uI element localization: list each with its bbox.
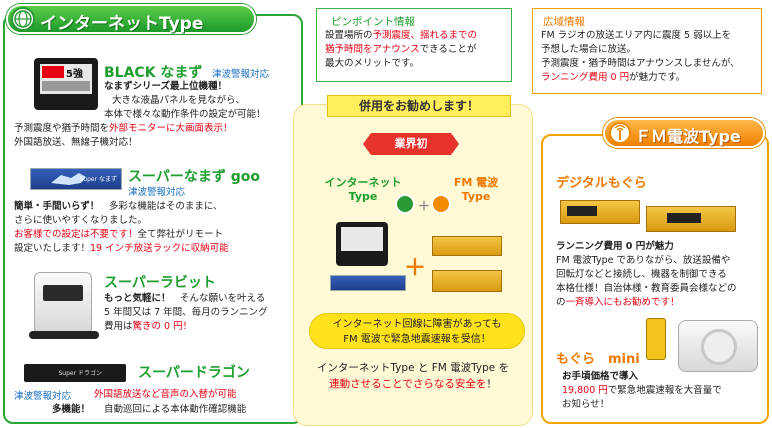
pinpoint-title: ピンポイント情報 [331,16,415,28]
black-namazu-tsunami-badge: 津波警報対応 [212,69,270,80]
digital-mogura-line-4: 本格仕様！自治体様・教育委員会様などの [556,283,737,294]
dragon-line-1: 外国語放送など音声の入替が可能 [94,389,237,400]
digital-mogura-line-2: FM 電波Type でありながら、放送設備や [556,255,731,266]
black-namazu-line-2: 大きな液晶パネルを見ながら、 [112,95,246,106]
mogura-mini-line-2: 19,800 円で緊急地震速報を大音量で [562,385,722,396]
mogura-mini-speaker-image [678,320,758,372]
dragon-line-2: 自動巡回による本体動作確認機能 [104,404,247,415]
rabbit-line-3: 費用は驚きの 0 円！ [104,321,193,332]
combined-use-banner: 併用をお勧めします！ [327,95,511,117]
black-namazu-title: BLACK なまず [104,65,203,81]
failover-message-pill: インターネット回線に障害があっても FM 電波で緊急地震速報を受信！ [309,313,525,349]
rabbit-line-2: 5 年間又は 7 年間、毎月のランニング [104,307,268,318]
wide-area-line-2: 予想した場合に放送。 [541,44,637,55]
super-namazu-goo-device-image: Super なまず [30,168,122,190]
super-dragon-title: スーパードラゴン [138,365,250,381]
pinpoint-line-1: 設置場所の予測震度、揺れるまでの [325,30,478,41]
goo-line-3: お客様での設定は不要です！全て弊社がリモート [14,229,224,240]
mogura-mini-line-3: お知らせ！ [562,399,610,410]
center-fm-receiver-image [432,270,502,292]
mogura-mini-title: もぐら mini [556,352,640,367]
mogura-mini-handheld-image [646,318,666,360]
digital-mogura-title: デジタルもぐら [556,176,647,191]
center-plus-large: ＋ [404,256,427,281]
rabbit-line-1: もっと気軽に！ そんな願いを叶える [104,293,266,304]
industry-first-ribbon: 業界初 [363,133,459,155]
fm-type-panel [541,134,769,424]
fm-type-header: ＦＭ電波Type [603,118,765,148]
pinpoint-info-callout: ピンポイント情報 設置場所の予測震度、揺れるまでの 猶予時間をアナウンスできるこ… [316,8,512,82]
wide-area-title: 広域情報 [543,16,585,28]
center-plus-small: ＋ [418,199,431,213]
pinpoint-line-2: 猶予時間をアナウンスできることが [325,44,477,55]
black-namazu-line-5: 外国語放送、無線子機対応！ [14,137,138,148]
failover-line-1: インターネット回線に障害があっても [332,319,502,330]
fm-type-title: ＦＭ電波Type [635,127,741,146]
goo-line-4: 設定いたします！19 インチ放送ラックに収納可能 [14,243,229,254]
center-goo-image [330,275,406,291]
dragon-panel-label: Super ドラゴン [58,370,103,377]
super-namazu-goo-title: スーパーなまず goo [128,169,260,185]
combined-note-line-2: 連動させることでさらなる安全を！ [329,378,497,390]
center-fm-type-label: FM 電波 Type [453,176,499,203]
super-dragon-tsunami-badge: 津波警報対応 [14,391,72,402]
goo-panel-label: Super なまず [79,176,118,183]
black-namazu-line-1: なまずシリーズ最上位機種！ [104,81,228,92]
combined-note-line-1: インターネットType と FM 電波Type を [316,362,510,374]
digital-mogura-line-5: の一斉導入にもお勧めです！ [556,297,680,308]
super-rabbit-title: スーパーラビット [104,275,216,291]
wide-area-line-3: 予測震度・猶予時間はアナウンスしませんが、 [541,58,740,69]
goo-line-1: 簡単・手間いらず！ 多彩な機能はそのままに、 [14,201,223,212]
wide-area-line-4: ランニング費用 0 円が魅力です。 [541,72,686,83]
failover-line-2: FM 電波で緊急地震速報を受信！ [343,334,491,345]
mogura-mini-line-1: お手頃価格で導入 [562,371,639,382]
globe-icon [11,7,35,31]
center-antenna-icon [431,194,451,214]
black-namazu-line-4: 予測震度や猶予時間を外部モニターに大画面表示！ [14,123,233,134]
center-globe-icon [395,194,415,214]
black-namazu-device-image: 5強 [34,58,98,110]
dragon-multi-label: 多機能！ [52,404,91,415]
digital-mogura-line-3: 回転灯などと接続し、機器を制御できる [556,269,727,280]
internet-type-header: インターネットType [6,4,256,34]
black-namazu-line-3: 本体で様々な動作条件の設定が可能！ [104,109,266,120]
super-dragon-device-image: Super ドラゴン [24,364,126,382]
black-screen-reading: 5強 [66,69,83,80]
antenna-icon [609,122,631,144]
internet-type-title: インターネットType [40,14,204,34]
wide-area-line-1: FM ラジオの放送エリア内に震度 5 弱以上を [541,30,732,41]
wide-area-info-callout: 広域情報 FM ラジオの放送エリア内に震度 5 弱以上を 予想した場合に放送。 … [532,8,762,94]
center-black-namazu-image [336,222,388,266]
pinpoint-line-3: 最大のメリットです。 [325,58,420,69]
super-rabbit-device-image [29,272,99,339]
goo-line-2: さらに使いやすくなりました。 [14,215,148,226]
digital-mogura-line-1: ランニング費用 0 円が魅力 [556,241,674,252]
center-digital-mogura-image [432,236,502,256]
center-internet-type-label: インターネット Type [324,176,402,203]
digital-mogura-unit-image-1 [560,200,640,224]
super-namazu-goo-tsunami-badge: 津波警報対応 [128,187,186,198]
combined-use-note: インターネットType と FM 電波Type を 連動させることでさらなる安全… [298,360,528,392]
digital-mogura-unit-image-2 [646,206,736,232]
